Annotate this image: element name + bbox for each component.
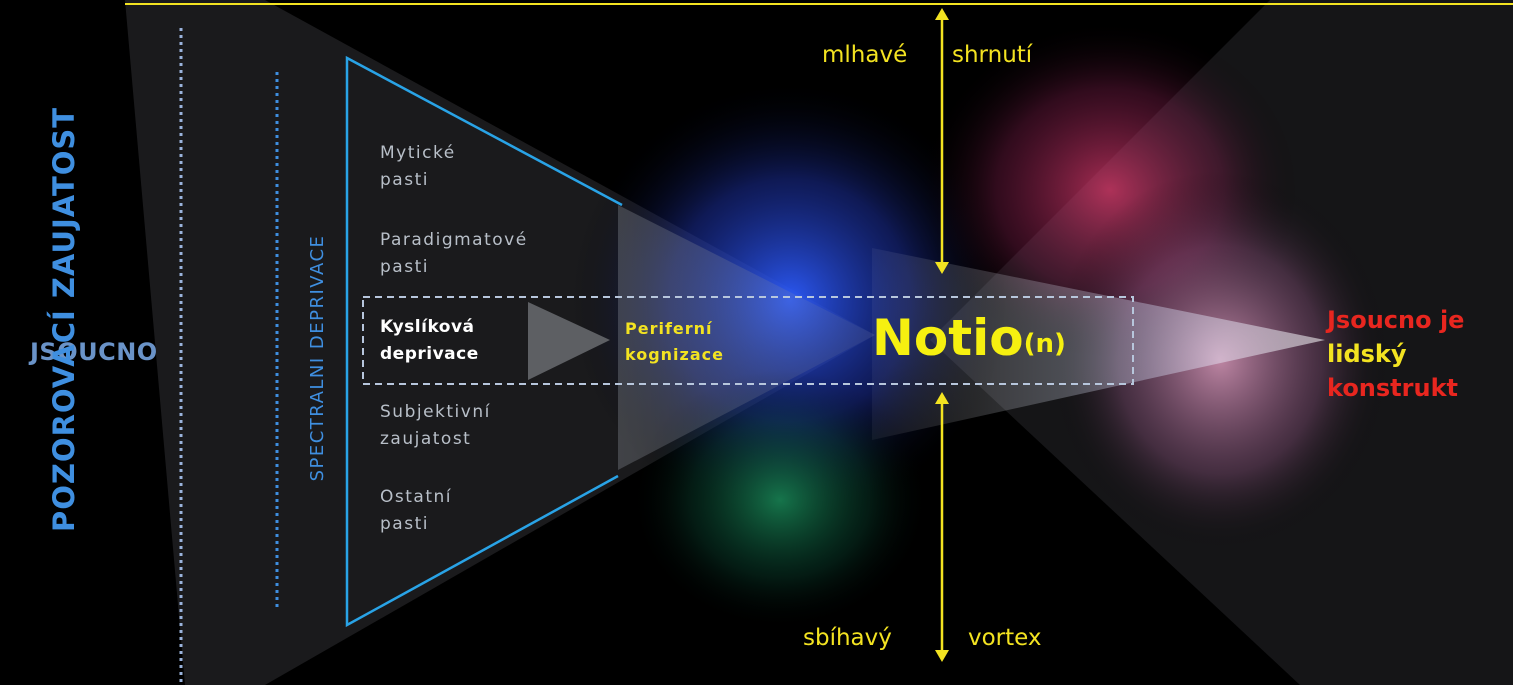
- trap-oxygen-line1: Kyslíková: [380, 317, 475, 337]
- observational-bias-vertical-label: POZOROVACÍ ZAUJATOST: [47, 106, 81, 532]
- blue-triangle-frame: [345, 55, 623, 628]
- notio-title: Notio(n): [872, 306, 1132, 370]
- light-cone: [872, 248, 1325, 440]
- conclusion-line2: lidský: [1327, 340, 1407, 368]
- trap-oxygen-line2: deprivace: [380, 344, 479, 364]
- bottom-label-right: vortex: [968, 625, 1042, 651]
- notio-base: Notio: [872, 309, 1024, 367]
- top-label-right: shrnutí: [952, 42, 1033, 68]
- trap-paradigm-line1: Paradigmatové: [380, 230, 528, 250]
- trap-other-line1: Ostatní: [380, 487, 452, 507]
- upper-arrow-head-bottom: [935, 262, 949, 274]
- left-grey-cone: [618, 205, 875, 470]
- grey-arrow-triangle: [528, 302, 610, 380]
- trap-subjective-line1: Subjektivní: [380, 402, 491, 422]
- green-glow: [630, 370, 930, 630]
- trap-oxygen: Kyslíková deprivace: [380, 314, 580, 368]
- conclusion-line3: konstrukt: [1327, 374, 1459, 402]
- left-dark-wedge: [125, 0, 875, 685]
- spectral-deprivation-vertical-label: SPECTRALNI DEPRIVACE: [307, 234, 328, 482]
- peripheral-cognition: Periferní kognizace: [625, 316, 785, 368]
- trap-paradigm-line2: pasti: [380, 257, 429, 277]
- trap-subjective-line2: zaujatost: [380, 429, 472, 449]
- trap-mythic: Mytické pasti: [380, 140, 580, 194]
- top-label-left: mlhavé: [822, 42, 908, 68]
- peripheral-line1: Periferní: [625, 319, 713, 338]
- notio-superscript: (n): [1023, 329, 1066, 359]
- trap-other-line2: pasti: [380, 514, 429, 534]
- conclusion-block: Jsoucno je lidský konstrukt: [1327, 303, 1513, 405]
- upper-arrow-head-top: [935, 8, 949, 20]
- lower-arrow-head-bottom: [935, 650, 949, 662]
- trap-other: Ostatní pasti: [380, 484, 580, 538]
- trap-mythic-line1: Mytické: [380, 143, 456, 163]
- trap-mythic-line2: pasti: [380, 170, 429, 190]
- peripheral-line2: kognizace: [625, 345, 724, 364]
- dashed-box: [362, 296, 1134, 385]
- bottom-label-left: sbíhavý: [803, 625, 892, 651]
- trap-subjective: Subjektivní zaujatost: [380, 399, 580, 453]
- jsoucno-label: JSOUCNO: [30, 338, 158, 366]
- lower-arrow-head-top: [935, 392, 949, 404]
- conclusion-line1: Jsoucno je: [1327, 306, 1465, 334]
- trap-paradigm: Paradigmatové pasti: [380, 227, 580, 281]
